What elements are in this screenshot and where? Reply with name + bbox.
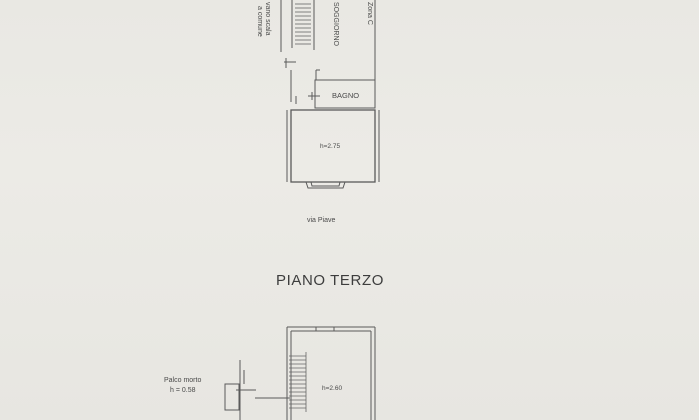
stair-note-line2: a comune xyxy=(256,6,263,37)
room-height-upper: h=2.75 xyxy=(320,143,340,150)
room-label-soggiorno: SOGGIORNO xyxy=(332,2,339,47)
room-label-bagno: BAGNO xyxy=(332,91,359,100)
palco-height: h = 0.58 xyxy=(170,387,196,394)
room-height-lower: h=2.60 xyxy=(322,385,342,392)
street-label: via Piave xyxy=(307,217,336,224)
stair-note-line1: vano scala xyxy=(264,2,271,36)
palco-label: Palco morto xyxy=(164,377,201,384)
room-label-zona: Zona C xyxy=(366,2,373,25)
floor-title: PIANO TERZO xyxy=(275,272,384,289)
